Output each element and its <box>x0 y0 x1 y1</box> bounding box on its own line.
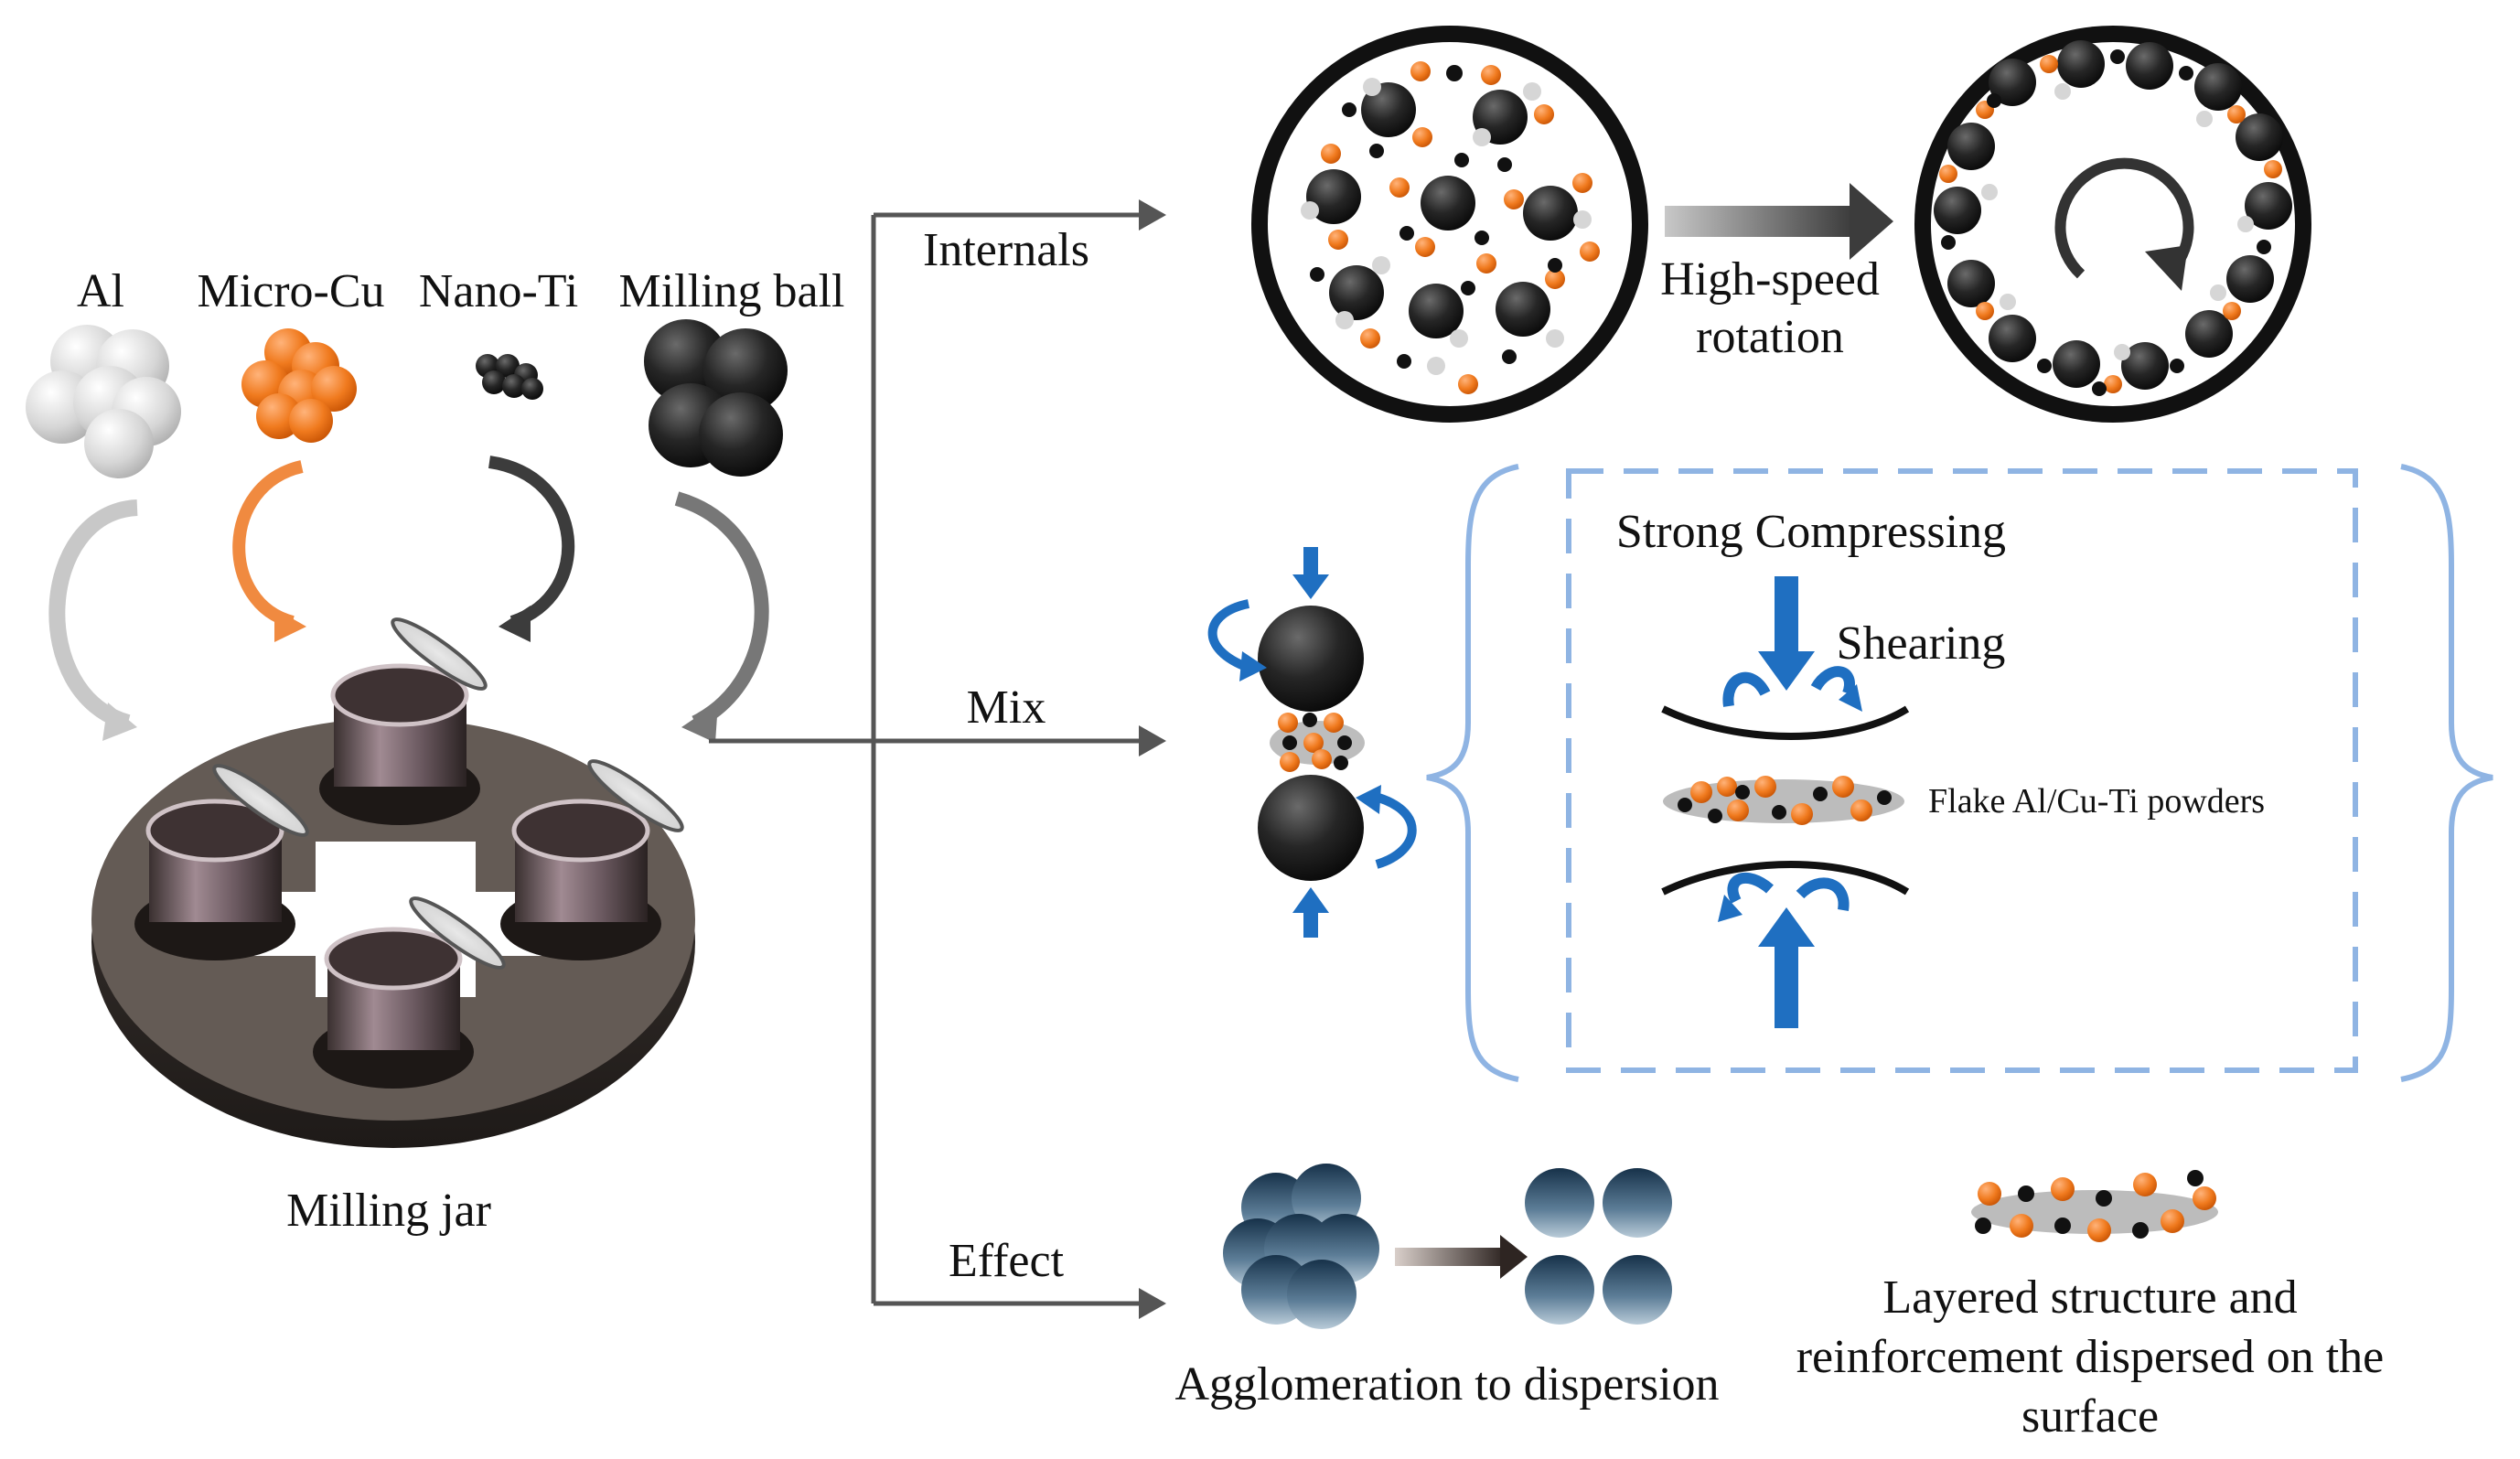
al-label: Al <box>77 265 124 317</box>
arrowhead-internals <box>1139 199 1166 231</box>
internals-after-circle <box>1914 26 2311 423</box>
jar-lids <box>212 617 684 970</box>
layered-structure-line1: Layered structure and <box>1882 1271 2297 1324</box>
internals-before-circle <box>1251 26 1648 423</box>
effect-layered-flake <box>1971 1170 2218 1242</box>
al-feed-arrow <box>48 499 138 741</box>
jar-cup-left <box>134 799 295 960</box>
arrowhead-mix <box>1139 725 1166 756</box>
milling-ball-label: Milling ball <box>619 265 845 317</box>
flake-powders-label: Flake Al/Cu-Ti powders <box>1928 782 2265 821</box>
milling-jar-label: Milling jar <box>286 1185 491 1237</box>
plate-cross-cutout <box>210 842 599 997</box>
rotation-transition-arrow <box>1665 183 1893 260</box>
shearing-label: Shearing <box>1837 617 2006 670</box>
effect-label: Effect <box>949 1235 1065 1287</box>
strong-compressing-label: Strong Compressing <box>1616 506 2006 558</box>
layered-structure-line2: reinforcement dispersed on the <box>1796 1331 2385 1383</box>
materials-group: Al Micro-Cu Nano-Ti Milling ball <box>26 265 845 743</box>
agglomeration-label: Agglomeration to dispersion <box>1174 1358 1719 1411</box>
jar-cup-top <box>319 663 480 825</box>
internals-label: Internals <box>923 224 1089 276</box>
effect-agglomerated-cluster <box>1223 1164 1379 1329</box>
nano-ti-label: Nano-Ti <box>419 265 578 317</box>
mix-detail-bracket <box>1426 464 2493 1082</box>
effect-dispersed-particles <box>1525 1168 1672 1325</box>
ball-feed-arrow <box>674 491 769 743</box>
effect-transition-arrow <box>1395 1235 1528 1279</box>
mix-ball-collision <box>1207 547 1417 938</box>
arrowhead-effect <box>1139 1288 1166 1319</box>
rotation-arrow <box>2054 157 2194 279</box>
cu-particle-cluster <box>241 328 357 443</box>
milling-jar: Milling jar <box>91 617 695 1237</box>
layered-structure-line3: surface <box>2021 1390 2159 1443</box>
ti-particle-cluster <box>476 354 543 400</box>
cu-feed-arrow <box>232 460 306 642</box>
jar-cup-bottom <box>313 927 474 1089</box>
al-particle-cluster <box>26 325 181 478</box>
rotation-label: rotation <box>1696 311 1844 363</box>
micro-cu-label: Micro-Cu <box>197 265 384 317</box>
high-speed-label: High-speed <box>1660 253 1880 306</box>
mix-label: Mix <box>967 681 1046 734</box>
jar-cup-right <box>500 799 661 960</box>
ti-feed-arrow <box>488 456 575 642</box>
mix-compression-detail: Flake Al/Cu-Ti powders <box>1661 576 2265 1028</box>
branch-connector <box>709 212 1157 1306</box>
milling-ball-cluster <box>644 319 788 477</box>
